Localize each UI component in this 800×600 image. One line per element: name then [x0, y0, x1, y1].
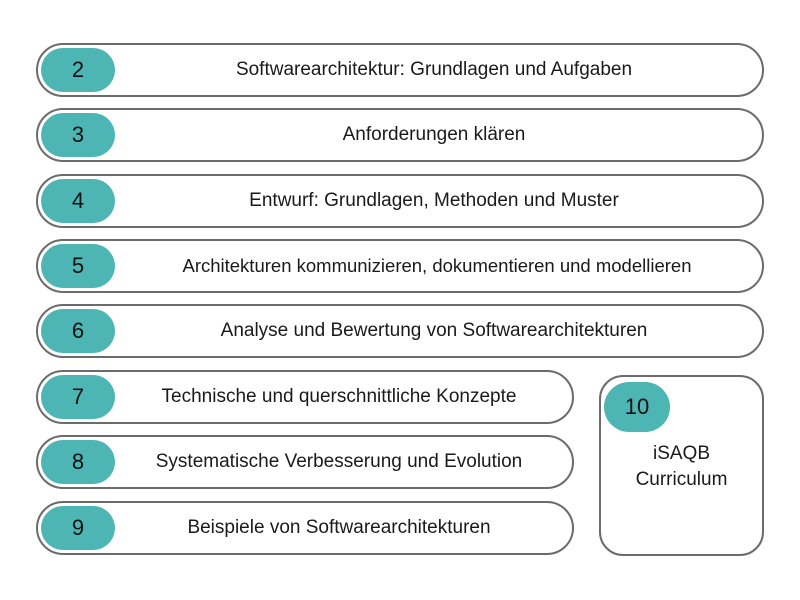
- chapter-number-badge: 9: [41, 506, 115, 550]
- chapter-row-4: 4 Entwurf: Grundlagen, Methoden und Must…: [36, 174, 764, 228]
- chapter-row-9: 9 Beispiele von Softwarearchitekturen: [36, 501, 574, 555]
- chapter-title: Systematische Verbesserung und Evolution: [155, 451, 523, 472]
- chapter-title: Technische und querschnittliche Konzepte: [161, 386, 517, 407]
- chapter-number-badge: 8: [41, 440, 115, 484]
- chapter-title: Anforderungen klären: [342, 124, 526, 145]
- chapter-row-2: 2 Softwarearchitektur: Grundlagen und Au…: [36, 43, 764, 97]
- curriculum-label: iSAQB Curriculum: [601, 441, 762, 493]
- chapter-title: Beispiele von Softwarearchitekturen: [187, 517, 491, 538]
- curriculum-label-line1: iSAQB: [652, 443, 711, 464]
- chapter-row-3: 3 Anforderungen klären: [36, 108, 764, 162]
- chapter-number-badge: 2: [41, 48, 115, 92]
- chapter-number-badge: 7: [41, 375, 115, 419]
- chapter-title: Softwarearchitektur: Grundlagen und Aufg…: [235, 59, 633, 80]
- chapter-number-badge: 5: [41, 244, 115, 288]
- curriculum-number-badge: 10: [604, 382, 670, 432]
- chapter-number-badge: 4: [41, 179, 115, 223]
- chapter-row-6: 6 Analyse und Bewertung von Softwarearch…: [36, 304, 764, 358]
- chapter-number-badge: 6: [41, 309, 115, 353]
- curriculum-label-line2: Curriculum: [635, 469, 728, 490]
- chapter-title: Analyse und Bewertung von Softwarearchit…: [220, 320, 648, 341]
- chapter-row-5: 5 Architekturen kommunizieren, dokumenti…: [36, 239, 764, 293]
- chapter-number-badge: 3: [41, 113, 115, 157]
- curriculum-box: 10 iSAQB Curriculum: [599, 375, 764, 556]
- chapter-row-8: 8 Systematische Verbesserung und Evoluti…: [36, 435, 574, 489]
- chapter-title: Architekturen kommunizieren, dokumentier…: [182, 255, 692, 276]
- chapter-row-7: 7 Technische und querschnittliche Konzep…: [36, 370, 574, 424]
- chapter-title: Entwurf: Grundlagen, Methoden und Muster: [249, 190, 619, 211]
